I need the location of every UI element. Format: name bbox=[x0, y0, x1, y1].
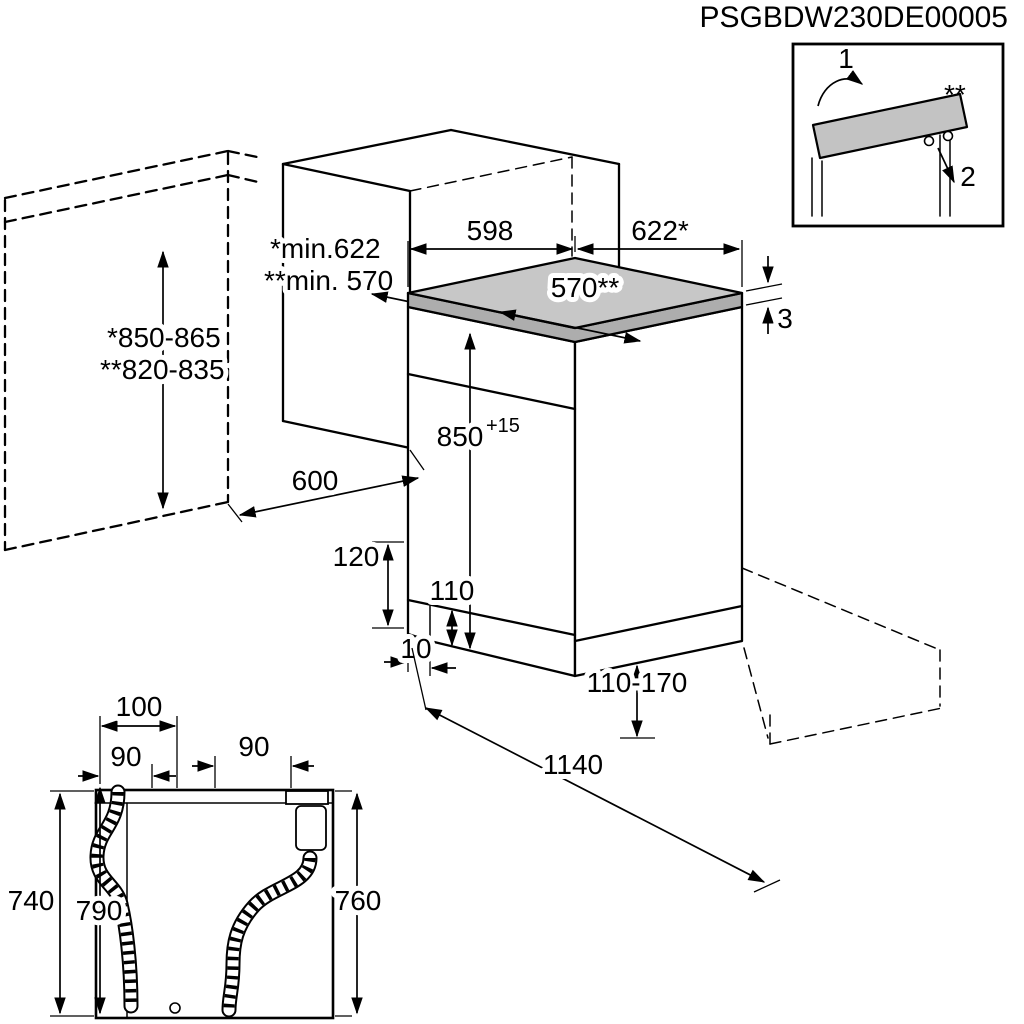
dim-90-left-label: 90 bbox=[110, 741, 141, 772]
dim-worktop-thickness-3: 3 bbox=[745, 256, 798, 339]
drain-outlet-icon bbox=[169, 1002, 181, 1014]
inset-stars-label: ** bbox=[944, 79, 966, 110]
dim-1140: 1140 bbox=[411, 647, 781, 893]
inlet-valve bbox=[295, 805, 327, 851]
dim-850-label: 850 bbox=[437, 421, 484, 452]
dim-850-sup-label: +15 bbox=[486, 415, 520, 437]
dim-niche-width-600: 600 bbox=[227, 449, 425, 523]
middle-cabinet-outline bbox=[281, 128, 621, 450]
dim-3-label: 3 bbox=[777, 303, 793, 334]
dim-600-label: 600 bbox=[292, 465, 339, 496]
dim-height-850: 850 +15 bbox=[432, 332, 525, 650]
dim-120-label: 120 bbox=[333, 541, 380, 572]
dim-622-label: 622* bbox=[631, 215, 689, 246]
dim-10-label: 10 bbox=[400, 633, 431, 664]
side-base-line bbox=[573, 604, 744, 643]
dim-570-label: 570** bbox=[551, 272, 620, 303]
inset-roller-icon bbox=[923, 135, 935, 147]
inset-step-1-label: 1 bbox=[838, 43, 854, 74]
dim-760-label: 760 bbox=[335, 885, 382, 916]
dim-120: 120 bbox=[328, 536, 404, 629]
dim-rear-90-right: 90 bbox=[192, 726, 314, 788]
dishwasher-front-face bbox=[406, 305, 577, 678]
floor-plane-dashed bbox=[741, 567, 943, 745]
dim-cabinet-height: *850-865 **820-835 bbox=[95, 250, 230, 510]
dim-plinth-range: 110-170 bbox=[582, 662, 692, 739]
rear-view bbox=[89, 784, 335, 1020]
dim-niche-depth-label-1: *min.622 bbox=[270, 233, 381, 264]
dim-rear-90-left: 90 bbox=[78, 736, 176, 788]
dim-depth-570: 570** bbox=[498, 267, 642, 344]
inset-worktop-slab bbox=[811, 92, 969, 160]
dishwasher bbox=[406, 256, 744, 678]
inlet-hose bbox=[221, 850, 318, 1018]
document-code: PSGBDW230DE00005 bbox=[700, 1, 1009, 34]
dim-cabinet-height-label-1: *850-865 bbox=[107, 322, 221, 353]
drain-hose bbox=[89, 784, 139, 1014]
dim-10: 10 bbox=[384, 628, 456, 676]
inlet-bracket bbox=[285, 790, 329, 805]
door-bottom-line bbox=[406, 598, 577, 637]
dim-790-label: 790 bbox=[76, 895, 123, 926]
worktop-removal-inset: 1 2 ** bbox=[791, 42, 1005, 228]
dim-niche-depth-label-2: **min. 570 bbox=[264, 265, 393, 296]
dim-110-label: 110 bbox=[430, 575, 475, 606]
dim-rear-100: 100 bbox=[99, 686, 178, 788]
dim-598-label: 598 bbox=[467, 215, 514, 246]
dim-90-right-label: 90 bbox=[238, 731, 269, 762]
dim-cabinet-height-label-2: **820-835 bbox=[100, 354, 225, 385]
dim-1140-label: 1140 bbox=[543, 749, 603, 780]
inset-step-2-label: 2 bbox=[960, 161, 976, 192]
dim-niche-depth: *min.622 **min. 570 bbox=[259, 228, 480, 319]
dim-depth-622: 622* bbox=[576, 210, 743, 287]
slide-out-arrow-icon bbox=[937, 147, 955, 184]
dim-width-598: 598 bbox=[407, 210, 576, 287]
lift-arrow-icon bbox=[817, 70, 864, 107]
left-cabinet-outline bbox=[3, 149, 264, 552]
dim-110: 110 bbox=[425, 570, 479, 647]
dishwasher-side-face bbox=[573, 305, 744, 678]
dim-740-label: 740 bbox=[8, 885, 55, 916]
dim-rear-740: 740 bbox=[3, 790, 94, 1017]
control-panel-line bbox=[406, 372, 577, 411]
dim-100-label: 100 bbox=[116, 691, 163, 722]
inset-roller-icon bbox=[942, 130, 954, 142]
dim-rear-790: 790 bbox=[71, 786, 127, 1015]
dim-rear-760: 760 bbox=[330, 790, 386, 1017]
dim-110-170-label: 110-170 bbox=[587, 667, 688, 698]
